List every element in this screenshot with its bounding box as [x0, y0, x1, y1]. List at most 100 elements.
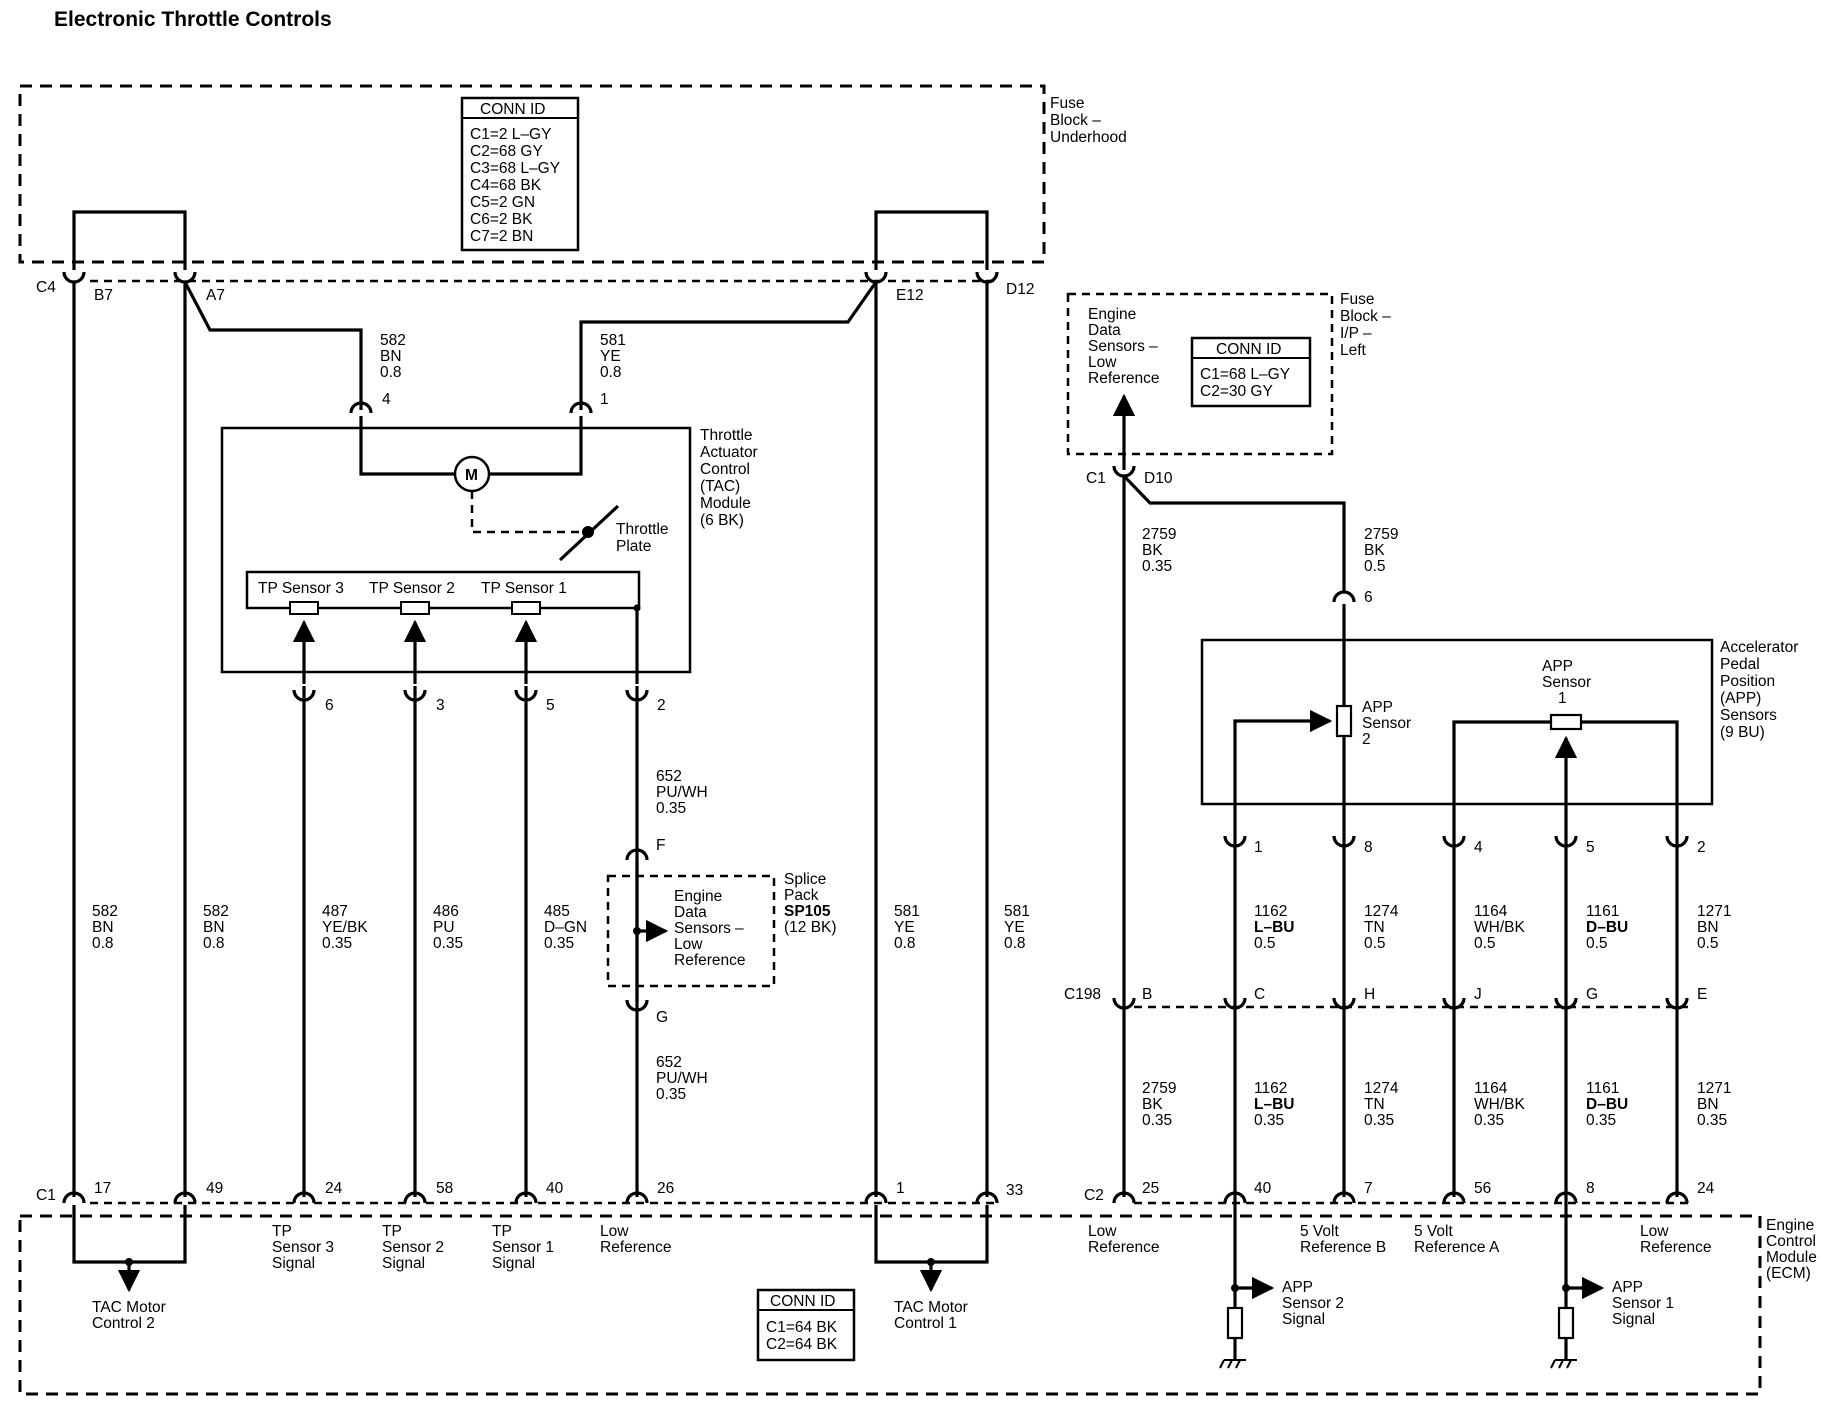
svg-text:5: 5	[1586, 839, 1595, 856]
svg-text:0.8: 0.8	[380, 364, 402, 381]
svg-text:TN: TN	[1364, 919, 1385, 936]
svg-text:6: 6	[325, 697, 334, 714]
svg-text:8: 8	[1364, 839, 1373, 856]
app-sensors-module: 6 Accelerator Pedal Position (APP) Senso…	[1200, 589, 1798, 856]
svg-text:Signal: Signal	[382, 1255, 425, 1272]
svg-text:(APP): (APP)	[1720, 690, 1761, 707]
svg-text:582: 582	[380, 332, 406, 349]
svg-text:C2=64 BK: C2=64 BK	[766, 1336, 838, 1353]
svg-text:BN: BN	[1697, 919, 1719, 936]
svg-text:SP105: SP105	[784, 903, 831, 920]
svg-text:24: 24	[1697, 1180, 1715, 1197]
svg-text:1162: 1162	[1254, 903, 1287, 920]
svg-text:TAC Motor: TAC Motor	[894, 1299, 968, 1316]
wire-label-2759-a: 2759 BK 0.35	[1142, 526, 1176, 575]
svg-text:C4=68 BK: C4=68 BK	[470, 177, 542, 194]
fuse-block-ip-left: Fuse Block – I/P – Left Engine Data Sens…	[1066, 291, 1391, 487]
svg-text:Sensor 1: Sensor 1	[1612, 1295, 1674, 1312]
svg-text:33: 33	[1006, 1182, 1023, 1199]
svg-text:58: 58	[436, 1180, 453, 1197]
svg-text:C7=2 BN: C7=2 BN	[470, 228, 533, 245]
svg-text:BN: BN	[203, 919, 225, 936]
svg-text:1: 1	[1558, 690, 1567, 707]
svg-text:YE: YE	[1004, 919, 1025, 936]
svg-text:Reference: Reference	[1088, 370, 1160, 387]
svg-text:APP: APP	[1282, 1279, 1313, 1296]
svg-text:TAC Motor: TAC Motor	[92, 1299, 166, 1316]
svg-text:Sensors –: Sensors –	[674, 920, 744, 937]
svg-text:2: 2	[1697, 839, 1706, 856]
svg-text:0.5: 0.5	[1364, 935, 1386, 952]
svg-text:Engine: Engine	[1766, 1217, 1814, 1234]
svg-text:Control: Control	[700, 461, 750, 478]
svg-text:Sensor: Sensor	[1542, 674, 1591, 691]
svg-text:C4: C4	[36, 279, 56, 296]
svg-text:TP Sensor 1: TP Sensor 1	[481, 580, 567, 597]
svg-text:6: 6	[1364, 589, 1373, 606]
svg-text:BK: BK	[1142, 542, 1163, 559]
svg-text:1271: 1271	[1697, 903, 1731, 920]
wire-label-652-bot: 652 PU/WH 0.35	[656, 1054, 708, 1103]
svg-text:Reference: Reference	[674, 952, 746, 969]
svg-text:Sensor 3: Sensor 3	[272, 1239, 334, 1256]
conn-id-table-ecm: CONN ID C1=64 BK C2=64 BK	[756, 1288, 856, 1362]
svg-text:0.35: 0.35	[1586, 1112, 1616, 1129]
svg-text:Sensor 2: Sensor 2	[382, 1239, 444, 1256]
svg-text:TP: TP	[492, 1223, 512, 1240]
svg-text:I/P –: I/P –	[1340, 325, 1372, 342]
svg-text:L–BU: L–BU	[1254, 1096, 1294, 1113]
svg-text:WH/BK: WH/BK	[1474, 1096, 1525, 1113]
app-sensor-1-signal-circuit: APP Sensor 1 Signal	[1550, 1276, 1674, 1369]
svg-text:TN: TN	[1364, 1096, 1385, 1113]
splice-pack-sp105: F Engine Data Sensors – Low Reference Sp…	[606, 837, 837, 1026]
svg-text:581: 581	[894, 903, 920, 920]
svg-text:582: 582	[92, 903, 118, 920]
svg-text:2: 2	[657, 697, 666, 714]
svg-text:4: 4	[1474, 839, 1483, 856]
svg-text:49: 49	[206, 1180, 223, 1197]
svg-text:Sensors: Sensors	[1720, 707, 1777, 724]
svg-text:0.5: 0.5	[1474, 935, 1496, 952]
svg-text:Sensor 1: Sensor 1	[492, 1239, 554, 1256]
svg-text:40: 40	[546, 1180, 564, 1197]
motor-symbol: M	[453, 455, 491, 493]
wire-label-581-top: 581 YE 0.8	[600, 332, 626, 381]
svg-text:Low: Low	[1088, 354, 1117, 371]
app-sensor-2-signal-circuit: APP Sensor 2 Signal	[1219, 1276, 1344, 1369]
svg-text:Block –: Block –	[1340, 308, 1391, 325]
svg-text:CONN ID: CONN ID	[1216, 341, 1281, 358]
svg-text:J: J	[1474, 986, 1482, 1003]
svg-text:Signal: Signal	[1282, 1311, 1325, 1328]
svg-text:652: 652	[656, 768, 682, 785]
svg-text:Pedal: Pedal	[1720, 656, 1760, 673]
svg-text:Low: Low	[1640, 1223, 1669, 1240]
svg-text:BN: BN	[92, 919, 114, 936]
svg-text:Fuse: Fuse	[1050, 95, 1084, 112]
svg-text:1271: 1271	[1697, 1080, 1731, 1097]
throttle-plate-symbol: Throttle Plate	[558, 504, 669, 562]
svg-text:BN: BN	[1697, 1096, 1719, 1113]
svg-text:Engine: Engine	[1088, 306, 1136, 323]
underhood-connector-pins: C4 B7 A7 E12 D12	[36, 271, 1034, 304]
svg-text:CONN ID: CONN ID	[480, 101, 545, 118]
svg-text:Reference: Reference	[1088, 1239, 1160, 1256]
svg-text:Throttle: Throttle	[616, 521, 669, 538]
right-wires	[1122, 474, 1679, 1340]
svg-text:0.5: 0.5	[1364, 558, 1386, 575]
svg-text:(TAC): (TAC)	[700, 478, 740, 495]
c198-connector: C198 B C H J G E	[1064, 986, 1707, 1010]
svg-text:0.35: 0.35	[1697, 1112, 1727, 1129]
svg-text:D12: D12	[1006, 281, 1034, 298]
svg-text:0.35: 0.35	[1142, 558, 1172, 575]
svg-text:PU/WH: PU/WH	[656, 784, 708, 801]
svg-text:C6=2 BK: C6=2 BK	[470, 211, 533, 228]
svg-text:BK: BK	[1142, 1096, 1163, 1113]
svg-text:0.35: 0.35	[1364, 1112, 1394, 1129]
svg-text:2759: 2759	[1142, 526, 1176, 543]
svg-text:0.35: 0.35	[656, 1086, 686, 1103]
svg-text:B: B	[1142, 986, 1152, 1003]
right-column-wire-labels-mid: 1162 L–BU 0.5 1274 TN 0.5 1164 WH/BK 0.5…	[1254, 903, 1731, 952]
svg-text:5 Volt: 5 Volt	[1300, 1223, 1339, 1240]
svg-text:0.8: 0.8	[92, 935, 114, 952]
svg-text:M: M	[465, 467, 478, 484]
